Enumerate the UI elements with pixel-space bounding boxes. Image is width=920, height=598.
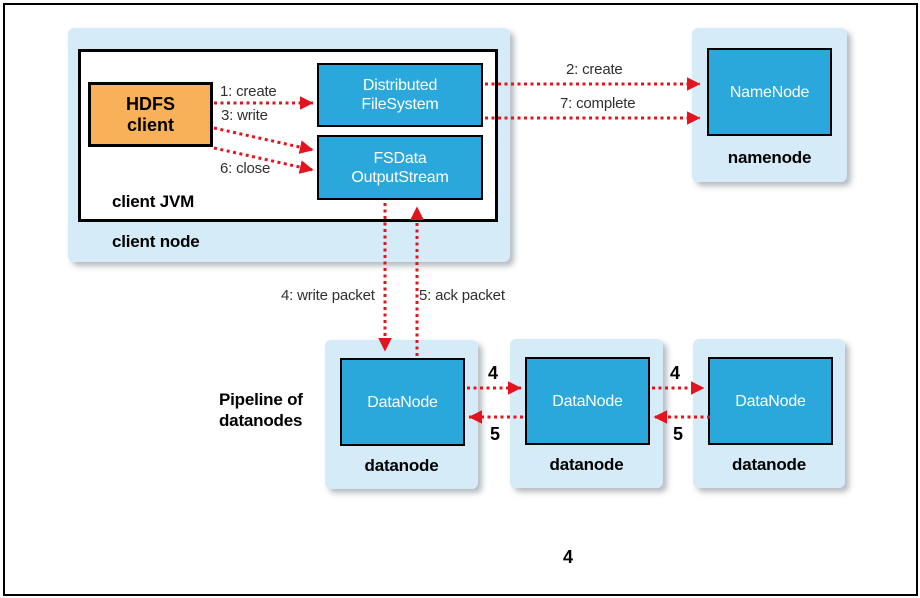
fsdata-outputstream-box: FSData OutputStream: [317, 135, 483, 200]
client-jvm-box: HDFS client Distributed FileSystem FSDat…: [78, 49, 498, 222]
label-pipe5-b: 5: [673, 424, 684, 444]
datanode-box-2: DataNode: [525, 357, 650, 445]
label-1-create: 1: create: [220, 83, 277, 100]
dfs-label-line2: FileSystem: [361, 96, 439, 113]
namenode-group: NameNode namenode: [692, 28, 847, 182]
distributed-filesystem-box: Distributed FileSystem: [317, 63, 483, 127]
pipeline-of-datanodes-label: Pipeline of datanodes: [219, 389, 303, 431]
hdfs-client-label-line1: HDFS: [126, 93, 175, 114]
label-6-close: 6: close: [220, 160, 271, 177]
datanode-group-2: DataNode datanode: [510, 339, 663, 488]
fsdata-label-line2: OutputStream: [351, 168, 449, 186]
datanode-box-1-label: DataNode: [367, 393, 438, 411]
hdfs-client-label-line2: client: [126, 114, 174, 135]
pipeline-label-line2: datanodes: [219, 411, 303, 430]
fsdata-label-line1: FSData: [373, 149, 427, 167]
pipeline-label-line1: Pipeline of: [219, 390, 303, 409]
datanode-label-1: datanode: [364, 456, 439, 475]
label-5-ack-packet: 5: ack packet: [419, 287, 505, 304]
datanode-group-1: DataNode datanode: [325, 340, 478, 489]
label-3-write: 3: write: [221, 107, 268, 124]
datanode-group-3: DataNode datanode: [693, 339, 845, 488]
page-border: [3, 3, 918, 596]
client-jvm-label: client JVM: [112, 192, 195, 211]
label-7-complete: 7: complete: [560, 95, 636, 112]
namenode-box-label: NameNode: [729, 83, 810, 101]
page-number: 4: [562, 547, 573, 567]
label-pipe4-a: 4: [488, 363, 499, 383]
label-pipe5-a: 5: [490, 424, 501, 444]
label-4-write-packet: 4: write packet: [281, 287, 375, 304]
namenode-box: NameNode: [707, 48, 832, 136]
datanode-box-1: DataNode: [340, 358, 465, 446]
client-node-label: client node: [112, 232, 200, 251]
dfs-label-line1: Distributed: [362, 77, 438, 94]
namenode-label: namenode: [727, 148, 812, 167]
label-pipe4-b: 4: [670, 363, 681, 383]
datanode-box-3-label: DataNode: [735, 392, 806, 410]
hdfs-client-box: HDFS client: [88, 82, 213, 147]
datanode-label-3: datanode: [732, 455, 806, 474]
datanode-box-2-label: DataNode: [552, 392, 623, 410]
datanode-box-3: DataNode: [708, 357, 833, 445]
client-node-group: HDFS client Distributed FileSystem FSDat…: [68, 28, 510, 262]
label-2-create: 2: create: [566, 61, 623, 78]
datanode-label-2: datanode: [549, 455, 624, 474]
